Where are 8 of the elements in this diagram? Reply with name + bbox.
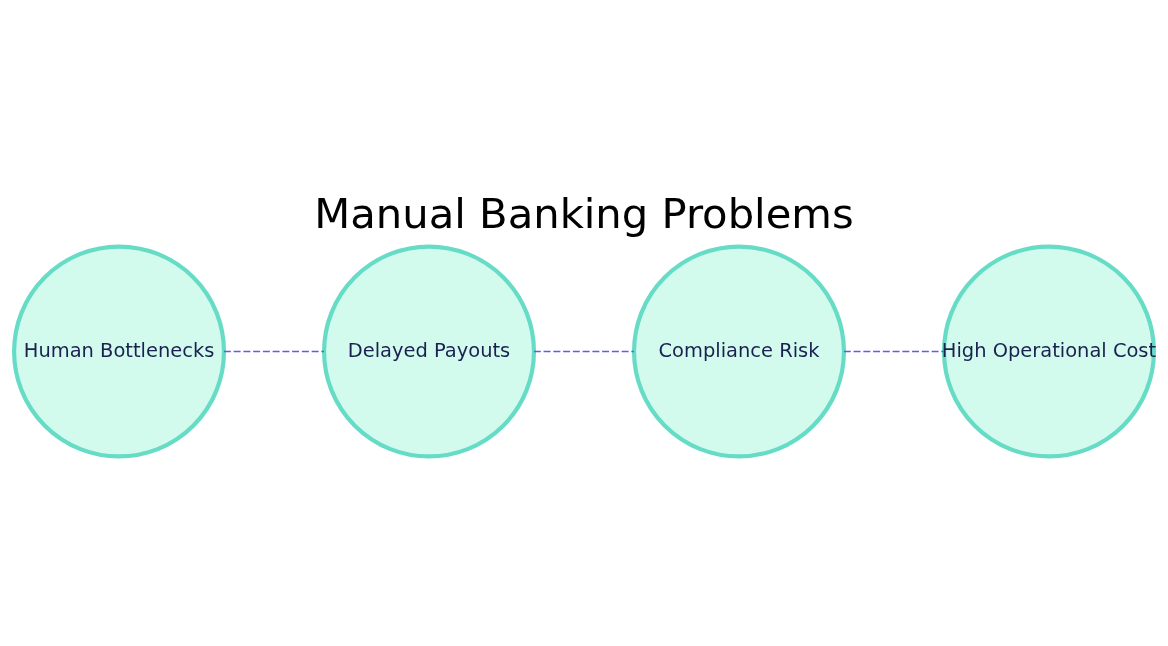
diagram-title: Manual Banking Problems	[314, 189, 854, 239]
node-circle: High Operational Cost	[941, 244, 1156, 459]
node-circle: Compliance Risk	[631, 244, 846, 459]
connector	[223, 350, 325, 353]
node-circle: Human Bottlenecks	[12, 244, 227, 459]
connector	[533, 350, 635, 353]
node-circle: Delayed Payouts	[322, 244, 537, 459]
connector	[843, 350, 945, 353]
